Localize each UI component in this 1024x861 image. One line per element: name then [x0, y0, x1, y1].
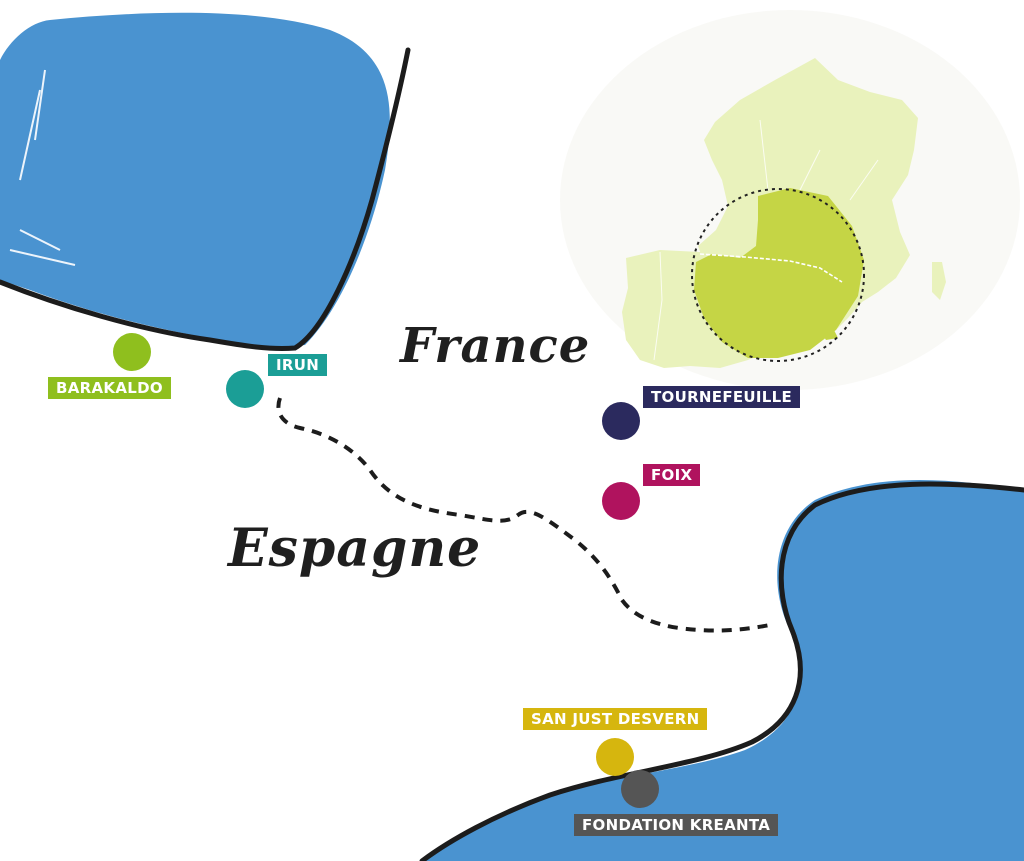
city-label-tournefeuille: TOURNEFEUILLE — [643, 386, 801, 408]
inset-border-line — [699, 253, 843, 283]
city-label-irun: IRUN — [268, 354, 328, 376]
city-marker-foix[interactable] — [602, 482, 640, 520]
country-label-france: France — [400, 318, 591, 374]
inset-highlight-region — [694, 188, 864, 358]
city-marker-irun[interactable] — [226, 370, 264, 408]
sea-bay-of-biscay — [0, 12, 390, 348]
sea-brush-streaks — [9, 69, 76, 266]
city-label-san-just-desvern: SAN JUST DESVERN — [523, 708, 708, 730]
city-label-barakaldo: BARAKALDO — [48, 377, 171, 399]
inset-focus-circle — [691, 188, 865, 362]
city-label-fondation-kreanta: FONDATION KREANTA — [574, 814, 779, 836]
inset-region-lines — [653, 119, 879, 361]
coastline-north — [0, 47, 411, 352]
city-marker-fondation-kreanta[interactable] — [621, 770, 659, 808]
coastline-east — [419, 481, 1024, 861]
city-marker-san-just-desvern[interactable] — [596, 738, 634, 776]
inset-balearic-shape — [822, 330, 838, 340]
city-marker-barakaldo[interactable] — [113, 333, 151, 371]
pyrenees-border-line — [276, 397, 776, 633]
city-marker-tournefeuille[interactable] — [602, 402, 640, 440]
inset-corsica-shape — [932, 262, 946, 300]
country-label-spain: Espagne — [228, 518, 482, 579]
inset-map — [560, 10, 1020, 390]
sea-mediterranean — [420, 480, 1024, 861]
city-label-foix: FOIX — [643, 464, 701, 486]
